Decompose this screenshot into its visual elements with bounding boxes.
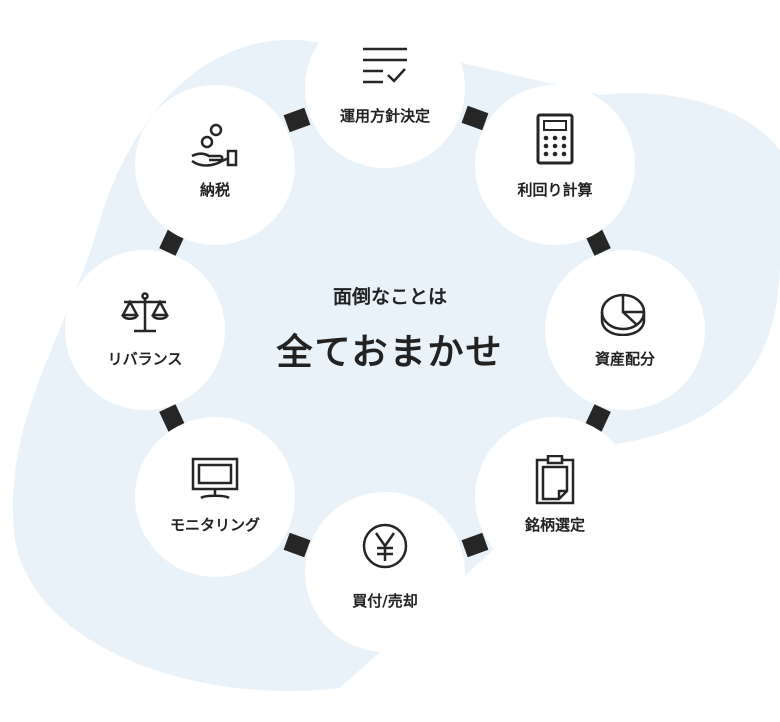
coins-hand-icon	[191, 123, 238, 167]
step-label: モニタリング	[169, 516, 260, 534]
yen-icon	[362, 523, 408, 569]
clipboard-icon	[535, 455, 575, 505]
step-stock-selection: 銘柄選定	[475, 417, 635, 577]
monitor-icon	[191, 457, 239, 500]
step-rebalance: リバランス	[65, 250, 225, 410]
center-message: 面倒なことは 全ておまかせ	[240, 282, 540, 375]
calculator-icon	[536, 113, 574, 165]
step-label: 銘柄選定	[524, 516, 585, 534]
step-label: 買付/売却	[352, 592, 418, 610]
step-monitoring: モニタリング	[135, 417, 295, 577]
scale-icon	[120, 292, 170, 333]
step-label: 資産配分	[594, 350, 655, 368]
step-buy-sell: 買付/売却	[305, 492, 465, 652]
step-yield-calc: 利回り計算	[475, 85, 635, 245]
checklist-icon	[363, 47, 407, 84]
step-label: 利回り計算	[517, 181, 593, 199]
pie-chart-icon	[600, 293, 646, 336]
center-title: 全ておまかせ	[276, 332, 504, 373]
step-label: 納税	[199, 181, 230, 199]
step-label: リバランス	[107, 350, 183, 368]
step-tax: 納税	[135, 85, 295, 245]
step-label: 運用方針決定	[339, 107, 430, 125]
step-policy: 運用方針決定	[305, 8, 465, 168]
step-allocation: 資産配分	[545, 250, 705, 410]
center-subtitle: 面倒なことは	[332, 286, 447, 308]
